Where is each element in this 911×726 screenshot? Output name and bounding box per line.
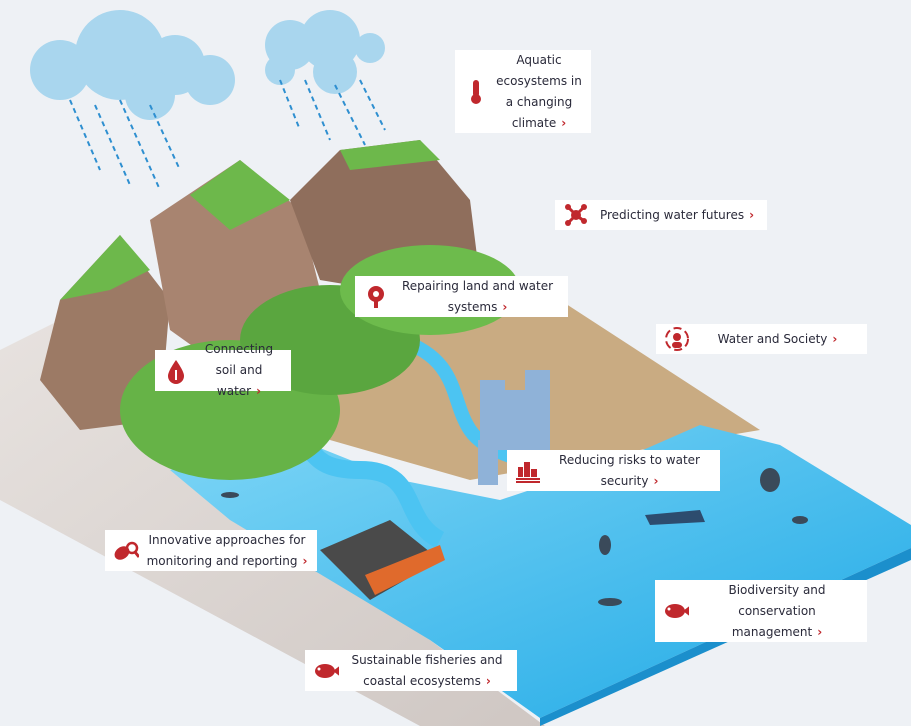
- card-label: Biodiversity and conservation management: [728, 582, 826, 639]
- port: [320, 520, 440, 600]
- card-connecting-soil-water[interactable]: Connecting soil and water›: [155, 342, 291, 398]
- card-biodiversity[interactable]: Biodiversity and conservation management…: [655, 580, 867, 642]
- fish-icon: [663, 598, 689, 624]
- chevron-right-icon: ›: [832, 331, 838, 346]
- chevron-right-icon: ›: [256, 384, 262, 398]
- card-label: Repairing land and water systems: [401, 278, 554, 314]
- card-sustainable-fisheries[interactable]: Sustainable fisheries and coastal ecosys…: [305, 650, 517, 691]
- fish-icon: [313, 658, 339, 684]
- rain: [69, 79, 386, 191]
- city: [478, 370, 550, 485]
- cloud: [265, 10, 385, 94]
- card-label: Innovative approaches for monitoring and…: [146, 532, 306, 568]
- water: [170, 425, 911, 718]
- water-drop-tree-icon: [163, 358, 189, 384]
- chevron-right-icon: ›: [653, 473, 659, 488]
- card-label: Connecting soil and water: [204, 342, 274, 398]
- people-circle-icon: [664, 326, 690, 352]
- city-flood-icon: [515, 458, 541, 484]
- chevron-right-icon: ›: [817, 624, 823, 639]
- chevron-right-icon: ›: [302, 553, 308, 568]
- card-reducing-risks[interactable]: Reducing risks to water security›: [507, 450, 720, 491]
- chevron-right-icon: ›: [485, 673, 491, 688]
- ship: [365, 545, 445, 595]
- chevron-right-icon: ›: [749, 207, 755, 222]
- card-repairing-land[interactable]: Repairing land and water systems›: [355, 276, 568, 317]
- tree-wrench-icon: [363, 284, 389, 310]
- fishing-boat: [645, 510, 705, 525]
- card-label: Aquatic ecosystems in a changing climate: [496, 52, 582, 130]
- network-nodes-icon: [563, 202, 589, 228]
- card-label: Predicting water futures: [599, 207, 745, 222]
- card-aquatic-ecosystems[interactable]: Aquatic ecosystems in a changing climate…: [455, 50, 591, 133]
- card-label: Reducing risks to water security: [559, 452, 700, 488]
- card-water-and-society[interactable]: Water and Society ›: [656, 324, 867, 354]
- card-innovative-approaches[interactable]: Innovative approaches for monitoring and…: [105, 530, 317, 571]
- chevron-right-icon: ›: [502, 299, 508, 314]
- card-predicting-water-futures[interactable]: Predicting water futures ›: [555, 200, 767, 230]
- thermometer-icon: [463, 79, 489, 105]
- sea-creatures: [221, 468, 808, 606]
- chevron-right-icon: ›: [561, 115, 567, 130]
- card-label: Sustainable fisheries and coastal ecosys…: [351, 652, 503, 688]
- leaf-magnifier-icon: [113, 538, 139, 564]
- card-label: Water and Society: [717, 331, 828, 346]
- cloud: [30, 10, 235, 120]
